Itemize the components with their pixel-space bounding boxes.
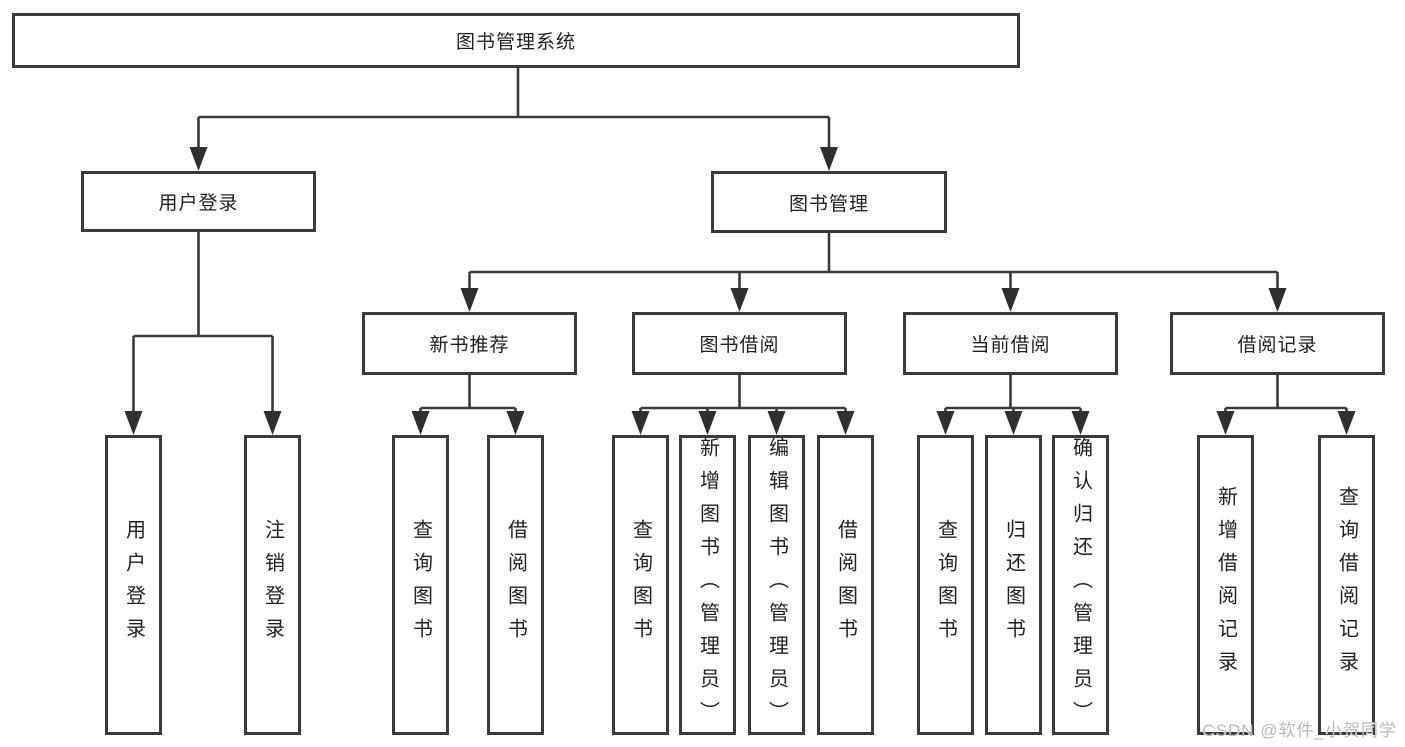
leaf-label: 确认归还（管理员）	[1069, 436, 1092, 734]
leaf-label: 查询图书	[629, 519, 652, 651]
leaf-label: 借阅图书	[834, 519, 857, 651]
node-label: 图书管理系统	[455, 32, 576, 53]
leaf-user-login: 用户登录	[105, 435, 162, 735]
leaf-borrow-books-recommend: 借阅图书	[487, 435, 544, 735]
leaf-label: 新增借阅记录	[1214, 486, 1237, 684]
node-borrow-records: 借阅记录	[1170, 312, 1385, 375]
node-user-login: 用户登录	[81, 171, 316, 232]
node-new-book-recommendation: 新书推荐	[362, 312, 577, 375]
leaf-add-book-admin: 新增图书（管理员）	[679, 435, 736, 735]
arrowheads	[124, 147, 1356, 435]
leaf-label: 用户登录	[122, 519, 145, 651]
node-label: 借阅记录	[1237, 335, 1318, 356]
leaf-logout: 注销登录	[244, 435, 301, 735]
node-label: 图书借阅	[699, 335, 780, 356]
node-book-management: 图书管理	[711, 171, 947, 233]
leaf-add-borrow-record: 新增借阅记录	[1197, 435, 1254, 735]
leaf-query-books-current: 查询图书	[917, 435, 974, 735]
csdn-watermark: CSDN @软件_小贺同学	[1202, 721, 1397, 740]
node-label: 图书管理	[788, 193, 869, 215]
leaf-label: 查询借阅记录	[1335, 486, 1358, 684]
leaf-label: 注销登录	[261, 519, 284, 651]
node-current-borrowing: 当前借阅	[903, 312, 1118, 375]
leaf-return-books: 归还图书	[985, 435, 1042, 735]
leaf-borrow-books-borrowing: 借阅图书	[817, 435, 874, 735]
node-book-borrowing: 图书借阅	[632, 312, 847, 375]
leaf-label: 查询图书	[409, 519, 432, 651]
leaf-label: 查询图书	[934, 519, 957, 651]
leaf-label: 编辑图书（管理员）	[765, 436, 788, 734]
leaf-query-books-recommend: 查询图书	[392, 435, 449, 735]
node-label: 新书推荐	[429, 335, 510, 356]
node-library-system: 图书管理系统	[12, 13, 1020, 68]
node-label: 用户登录	[158, 193, 239, 214]
leaf-query-borrow-record: 查询借阅记录	[1318, 435, 1375, 735]
leaf-label: 借阅图书	[504, 519, 527, 651]
leaf-label: 归还图书	[1002, 519, 1025, 651]
leaf-edit-book-admin: 编辑图书（管理员）	[748, 435, 805, 735]
leaf-label: 新增图书（管理员）	[696, 436, 719, 734]
leaf-query-books-borrowing: 查询图书	[612, 435, 669, 735]
node-label: 当前借阅	[970, 335, 1051, 356]
leaf-confirm-return-admin: 确认归还（管理员）	[1052, 435, 1109, 735]
